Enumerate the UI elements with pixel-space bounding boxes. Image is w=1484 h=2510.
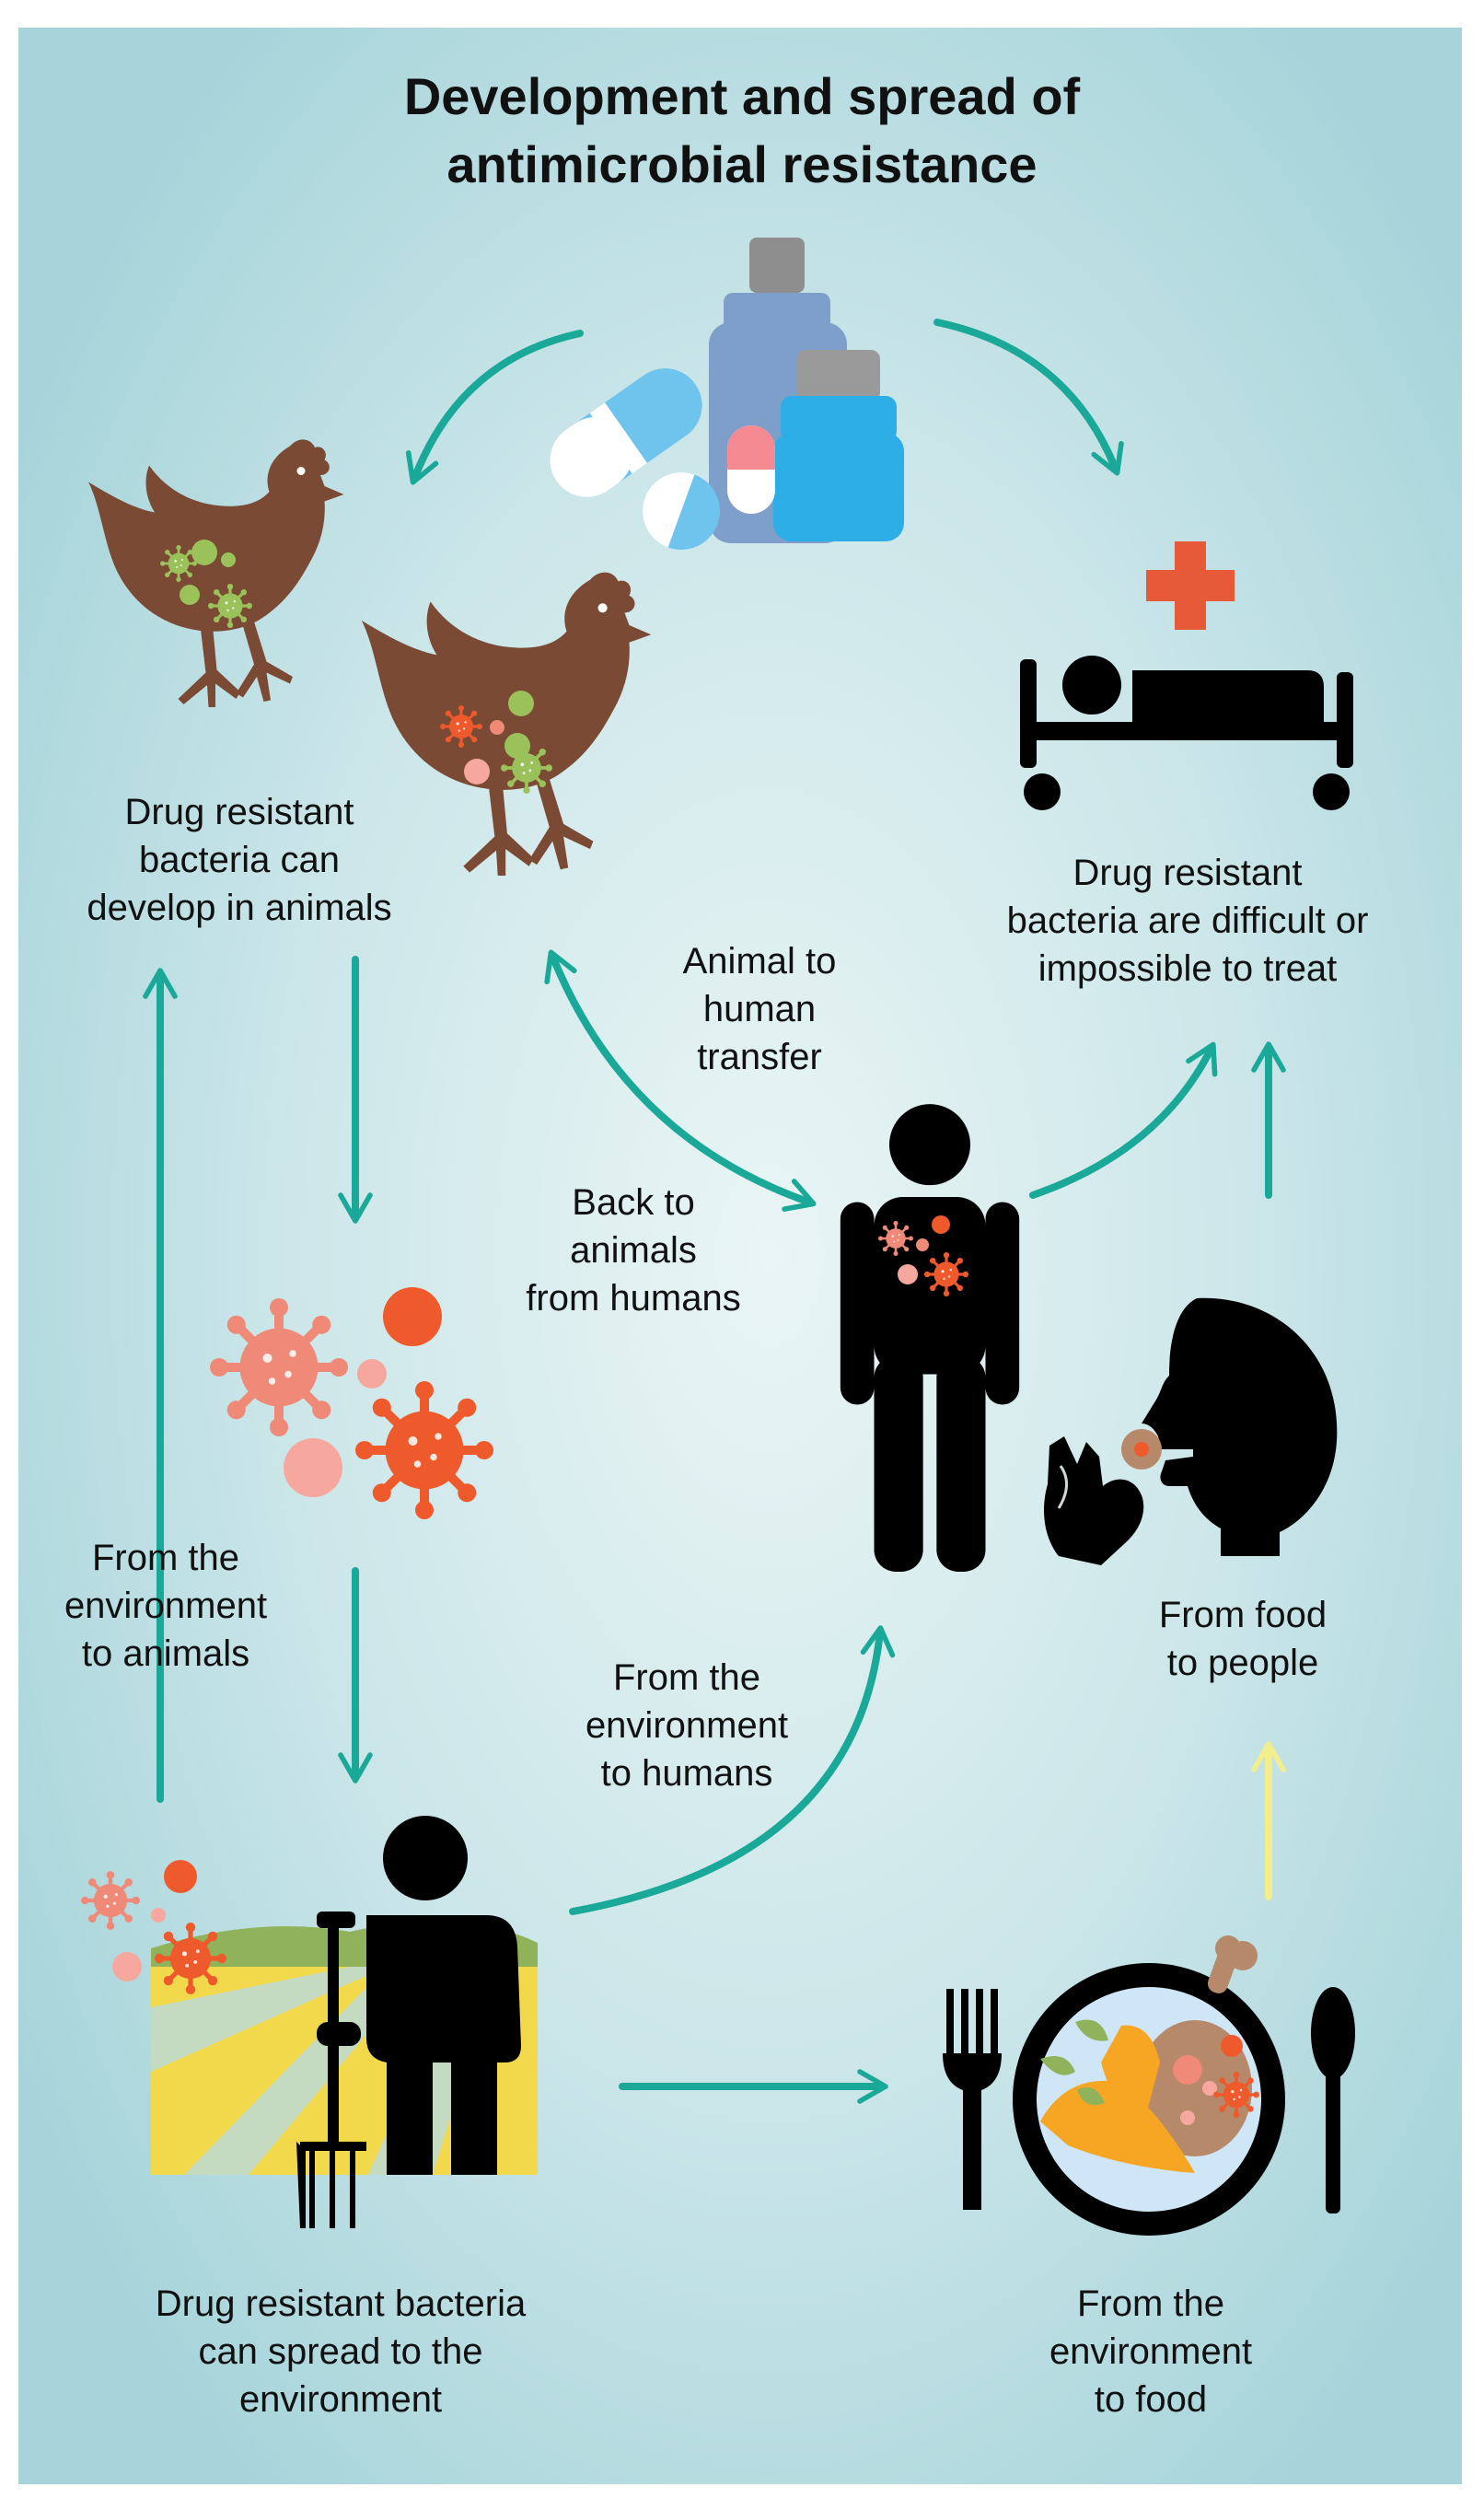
bacteria-icon (210, 1287, 493, 1519)
label-line: environment (1049, 2331, 1253, 2372)
label-spread-to-environment: Drug resistant bacteria can spread to th… (110, 2280, 571, 2423)
label-line: animals (570, 1230, 697, 1271)
label-line: to animals (81, 1633, 250, 1674)
label-line: to food (1094, 2379, 1208, 2420)
arrow-environment-to-humans (569, 1625, 896, 1915)
label-line: Drug resistant (1072, 853, 1303, 893)
label-difficult-to-treat: Drug resistant bacteria are difficult or… (976, 849, 1399, 993)
label-line: bacteria are difficult or (1006, 901, 1369, 941)
spoon-icon (1311, 1987, 1355, 2214)
title-line: antimicrobial resistance (446, 135, 1038, 193)
label-line: to people (1166, 1643, 1319, 1683)
arrows (143, 319, 1286, 2104)
arrow-animals-humans-two-way (544, 949, 817, 1212)
label-line: bacteria can (139, 840, 340, 880)
label-line: From food (1158, 1595, 1327, 1635)
plate-with-food-icon (1013, 1935, 1285, 2236)
label-line: From the (91, 1538, 240, 1578)
label-line: can spread to the (198, 2331, 483, 2372)
label-line: to humans (600, 1753, 773, 1794)
title-line: Development and spread of (403, 67, 1081, 125)
hospital-bed-patient-icon (1020, 656, 1353, 810)
chicken-icon (88, 439, 344, 707)
label-line: from humans (526, 1278, 741, 1319)
label-food-to-people: From food to people (1105, 1591, 1381, 1687)
label-environment-to-humans: From the environment to humans (549, 1654, 825, 1797)
label-environment-to-animals: From the environment to animals (28, 1534, 304, 1678)
arrow-human-to-treatment (1029, 1041, 1218, 1199)
page-title: Development and spread of antimicrobial … (190, 63, 1294, 199)
arrow-medicine-to-patient (933, 319, 1124, 476)
label-line: From the (1076, 2283, 1225, 2324)
human-figure-icon (840, 1104, 1020, 1572)
label-back-to-animals: Back to animals from humans (504, 1179, 762, 1322)
label-animal-to-human-transfer: Animal to human transfer (626, 937, 893, 1081)
label-line: environment (64, 1586, 268, 1626)
label-develop-in-animals: Drug resistant bacteria can develop in a… (55, 788, 423, 932)
label-line: transfer (697, 1037, 822, 1077)
label-line: From the (612, 1657, 761, 1698)
red-cross-icon (1146, 541, 1235, 630)
medicine-bottles-and-pills-icon (550, 238, 904, 550)
label-line: Animal to (682, 941, 837, 982)
label-line: Drug resistant bacteria (155, 2283, 527, 2324)
fork-icon (943, 1989, 1002, 2210)
farmer-with-pitchfork-icon (81, 1816, 538, 2228)
label-line: develop in animals (87, 888, 392, 928)
human-head-eating-icon (1044, 1297, 1338, 1565)
label-line: impossible to treat (1038, 948, 1338, 989)
label-line: human (702, 989, 817, 1029)
label-environment-to-food: From the environment to food (1013, 2280, 1289, 2423)
label-line: environment (585, 1705, 789, 1746)
arrow-medicine-to-animals (405, 330, 584, 485)
label-line: environment (238, 2379, 443, 2420)
label-line: Back to (572, 1182, 695, 1223)
label-line: Drug resistant (124, 792, 354, 832)
chicken-icon (361, 572, 652, 876)
